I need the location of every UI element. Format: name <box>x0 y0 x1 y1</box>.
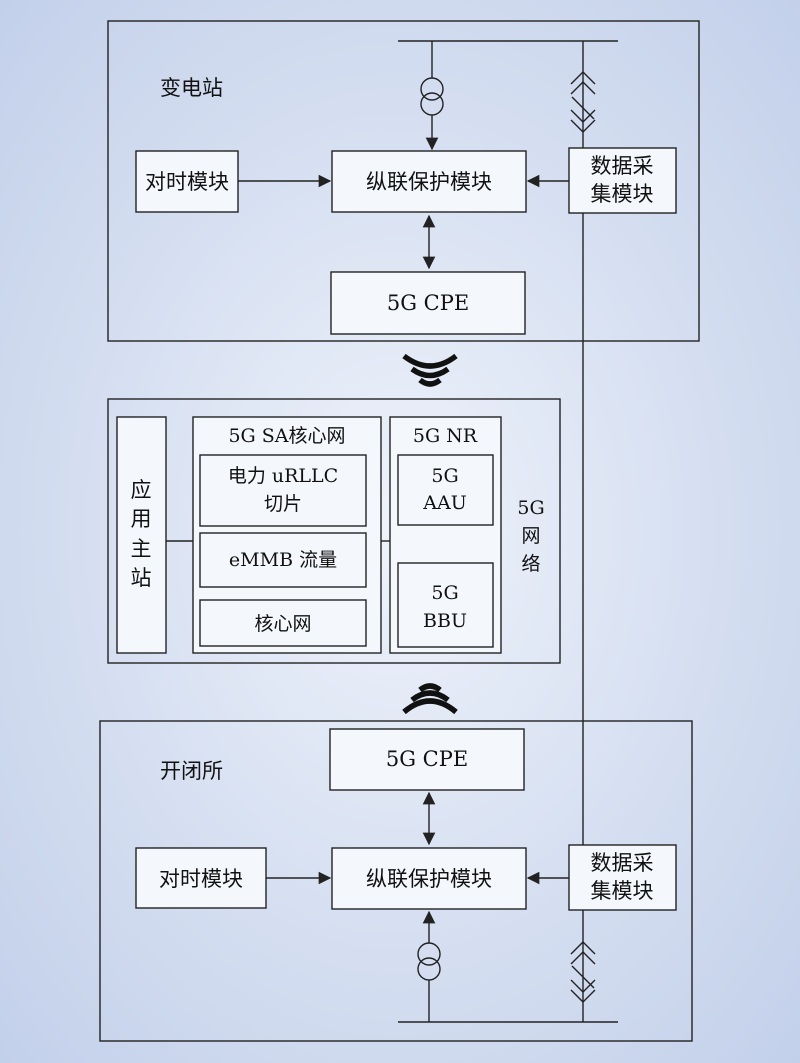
svg-text:络: 络 <box>521 553 540 575</box>
svg-text:对时模块: 对时模块 <box>145 170 229 194</box>
switching-protection-module: 纵联保护模块 <box>331 847 527 910</box>
svg-text:5G: 5G <box>431 582 458 604</box>
svg-text:eMMB 流量: eMMB 流量 <box>229 549 337 571</box>
svg-text:5G: 5G <box>517 497 544 519</box>
substation-frame <box>107 20 700 342</box>
5g-aau-box: 5G AAU <box>397 454 494 526</box>
switching-station-frame <box>99 720 693 1042</box>
svg-text:站: 站 <box>131 566 152 590</box>
application-station-box: 应 用 主 站 <box>116 416 167 654</box>
switching-5g-cpe: 5G CPE <box>329 728 525 791</box>
svg-text:数据采: 数据采 <box>591 154 654 178</box>
svg-text:主: 主 <box>131 537 152 561</box>
svg-text:用: 用 <box>131 507 152 531</box>
svg-text:数据采: 数据采 <box>591 851 654 875</box>
switching-station-section: 开闭所 5G CPE 对时模块 纵联保护模块 数据采 集模块 <box>99 720 693 1042</box>
svg-text:集模块: 集模块 <box>591 182 654 206</box>
substation-5g-cpe: 5G CPE <box>330 271 526 335</box>
power-urllc-slice-box: 电力 uRLLC 切片 <box>199 454 367 527</box>
svg-text:5G SA核心网: 5G SA核心网 <box>228 425 345 447</box>
svg-text:集模块: 集模块 <box>591 879 654 903</box>
svg-text:AAU: AAU <box>422 492 466 514</box>
svg-text:纵联保护模块: 纵联保护模块 <box>366 867 492 891</box>
svg-text:5G: 5G <box>431 465 458 487</box>
transformer-icon <box>417 942 441 981</box>
svg-text:5G CPE: 5G CPE <box>386 747 468 771</box>
substation-protection-module: 纵联保护模块 <box>331 150 527 213</box>
core-network-box: 核心网 <box>199 599 367 647</box>
transformer-icon <box>420 77 444 116</box>
svg-text:网: 网 <box>521 525 540 547</box>
svg-text:5G CPE: 5G CPE <box>387 291 469 315</box>
svg-text:应: 应 <box>131 478 152 502</box>
substation-data-acquisition-module: 数据采 集模块 <box>568 147 677 214</box>
svg-text:5G NR: 5G NR <box>413 425 478 447</box>
network-frame <box>107 398 561 664</box>
svg-text:核心网: 核心网 <box>254 613 311 635</box>
wireless-signal-icon <box>402 353 458 387</box>
switching-time-module: 对时模块 <box>135 847 267 909</box>
current-transformer-icon <box>570 941 596 1003</box>
5g-bbu-box: 5G BBU <box>397 562 494 648</box>
switching-station-title: 开闭所 <box>160 759 223 783</box>
substation-section: 变电站 对时模块 纵联保护模块 <box>107 20 700 342</box>
network-section: 应 用 主 站 5G SA核心网 电力 uRLLC 切片 eMMB 流量 核心网… <box>107 398 561 664</box>
substation-time-module: 对时模块 <box>135 150 239 213</box>
embb-traffic-box: eMMB 流量 <box>199 532 367 588</box>
svg-text:对时模块: 对时模块 <box>159 867 243 891</box>
5g-network-label: 5G 网 络 <box>517 497 544 575</box>
substation-title: 变电站 <box>160 76 223 100</box>
wireless-signal-icon <box>402 683 458 715</box>
svg-text:纵联保护模块: 纵联保护模块 <box>366 170 492 194</box>
svg-text:BBU: BBU <box>423 610 467 632</box>
current-transformer-icon <box>570 71 596 133</box>
svg-text:电力 uRLLC: 电力 uRLLC <box>228 465 338 487</box>
switching-data-acquisition-module: 数据采 集模块 <box>568 844 677 911</box>
svg-text:切片: 切片 <box>264 493 302 515</box>
